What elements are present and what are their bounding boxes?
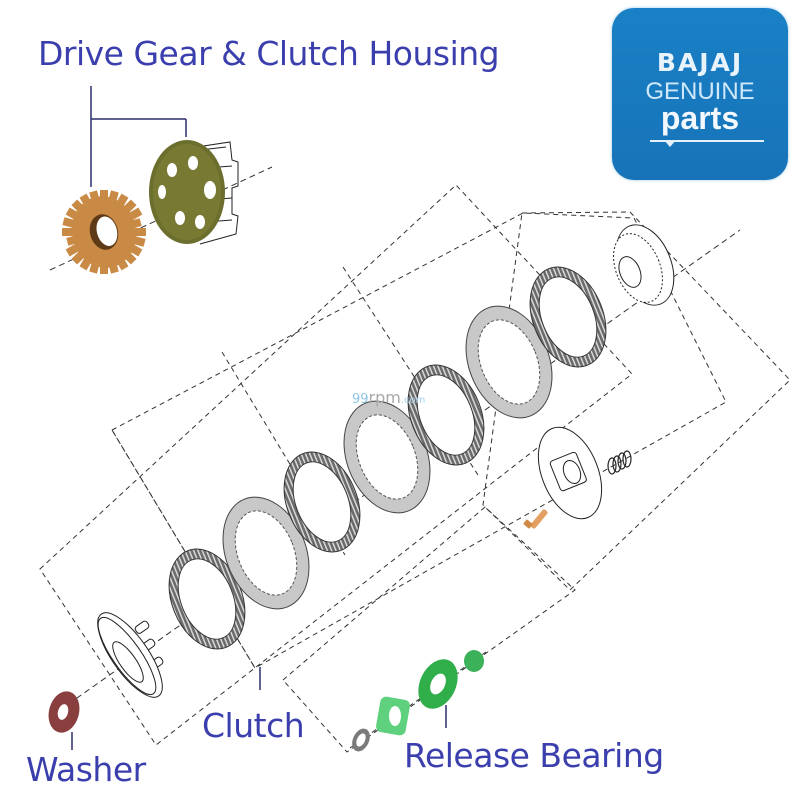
pressure-plate <box>537 426 603 520</box>
clutch-housing <box>149 140 239 245</box>
friction-plate-2 <box>283 451 361 553</box>
clutch-hub <box>613 224 675 306</box>
friction-plate-4 <box>529 266 607 368</box>
steel-plate-3 <box>465 305 553 419</box>
watermark: 99rpm.com <box>352 388 426 407</box>
lifter-plate <box>97 612 164 698</box>
logo-notch-icon <box>664 140 676 147</box>
friction-plate-3 <box>407 364 485 466</box>
drive-gear <box>62 190 146 274</box>
bearing-collar <box>376 696 410 736</box>
label-clutch: Clutch <box>202 706 305 745</box>
logo-underline <box>650 140 764 142</box>
steel-plate-1 <box>222 496 310 610</box>
bolt <box>523 509 548 529</box>
label-washer: Washer <box>26 750 146 789</box>
steel-plate-2 <box>343 400 431 514</box>
washer <box>48 691 80 733</box>
release-bearing <box>418 659 458 709</box>
logo-parts: parts <box>660 100 740 136</box>
bearing-pin <box>464 650 484 672</box>
drive-gear-leader <box>90 86 187 187</box>
label-drive-gear-clutch-housing: Drive Gear & Clutch Housing <box>38 34 500 73</box>
label-release-bearing: Release Bearing <box>404 736 664 775</box>
bajaj-genuine-parts-logo: BAJAJ GENUINE parts <box>612 8 788 180</box>
small-washer <box>352 728 370 752</box>
logo-brand: BAJAJ <box>656 48 744 77</box>
clutch-spring <box>607 450 632 475</box>
logo-genuine: GENUINE <box>645 78 755 105</box>
friction-plate-1 <box>168 548 246 650</box>
